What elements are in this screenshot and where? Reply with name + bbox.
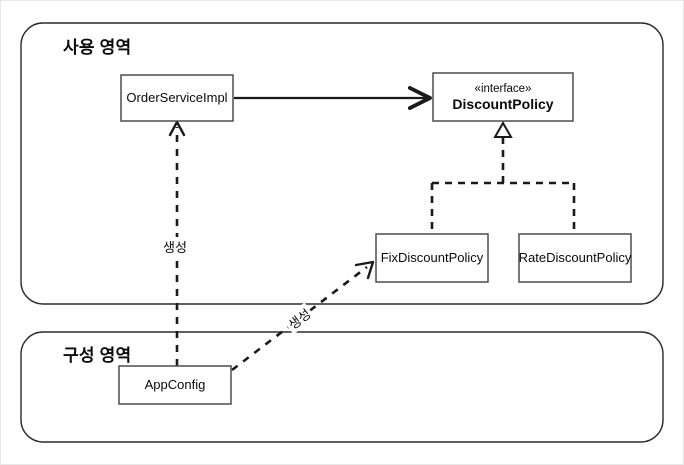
panel-usage-area-border [20,22,664,305]
edge-create-order-service-arrowhead-icon [168,120,186,137]
panel-title-config-area: 구성 영역 [63,346,132,365]
edge-create-fix-discount-arrowhead-icon [354,260,375,280]
panel-usage-area [20,22,664,305]
edge-label-create-order-service: 생성 [161,237,189,256]
node-discount-policy[interactable] [432,72,574,122]
node-rate-discount-policy[interactable] [518,233,632,283]
node-fix-discount-policy[interactable] [375,233,489,283]
realization-triangle-icon [493,120,513,138]
panel-config-area-border [20,331,664,443]
panel-title-usage-area: 사용 영역 [63,38,132,57]
edge-realizations [430,120,576,234]
edge-create-order-service [168,120,186,366]
node-order-service-impl[interactable] [120,74,234,122]
panel-config-area [20,331,664,443]
node-app-config[interactable] [118,365,232,405]
